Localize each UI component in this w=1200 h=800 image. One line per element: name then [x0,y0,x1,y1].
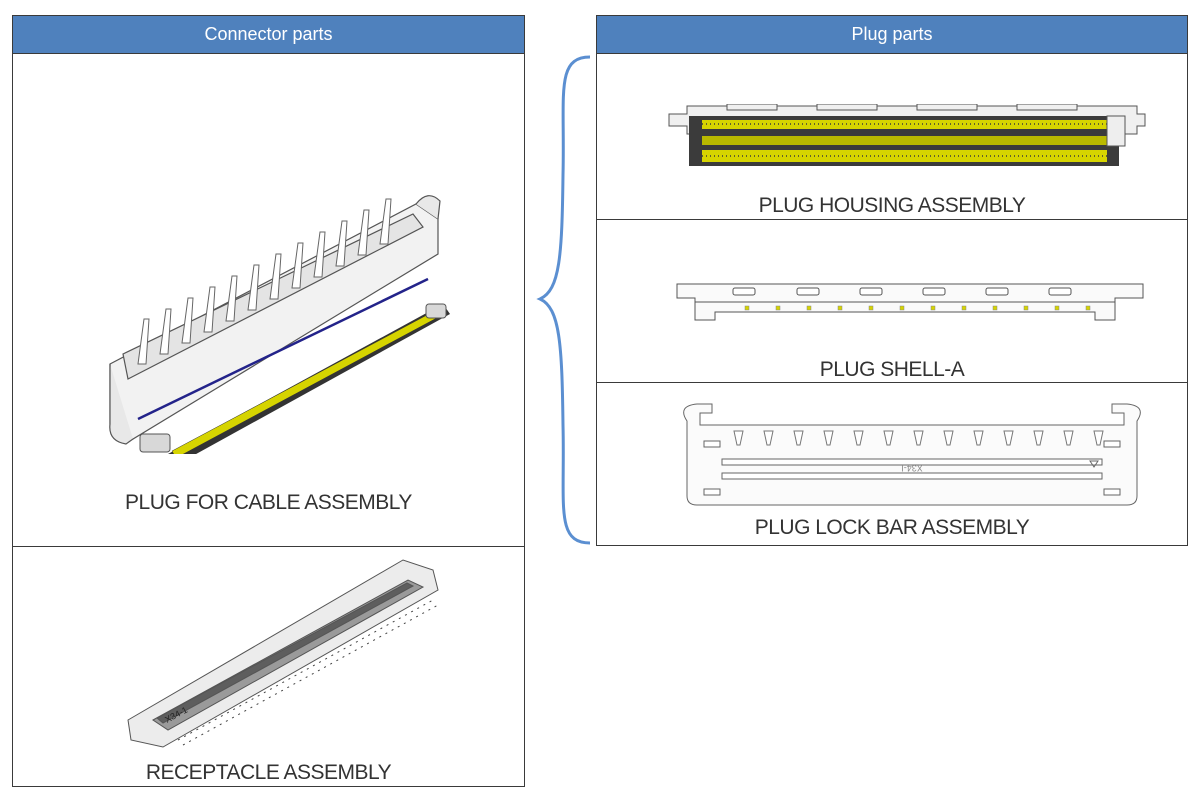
plug-cable-assembly-latch [139,303,447,453]
plug-cable-assembly-blue-line [137,277,429,421]
plug-shell-a-label: PLUG SHELL-A [819,358,965,381]
plug-for-cable-assembly-drawing [109,195,450,454]
plug-for-cable-assembly-label: PLUG FOR CABLE ASSEMBLY [125,491,412,514]
plug-housing-assembly-label: PLUG HOUSING ASSEMBLY [758,194,1026,217]
plug-lock-bar-assembly-drawing: X34-I [683,403,1141,506]
plug-shell-a-cell: PLUG SHELL-A [597,219,1187,382]
receptacle-assembly-cell: X34-1 RECEPTACLE ASSEMBLY [13,546,524,786]
plug-housing-assembly-drawing [668,104,1146,166]
connector-parts-header: Connector parts [13,16,524,54]
plug-parts-panel: Plug parts PLUG HOUSING ASSEMBLY [596,15,1188,546]
shell-slots [732,287,1072,296]
receptacle-assembly-label: RECEPTACLE ASSEMBLY [145,761,392,784]
lock-bar-slots [733,430,1104,446]
lock-bar-marking: X34-I [901,463,923,473]
receptacle-assembly-drawing: X34-1 [127,559,439,748]
plug-shell-a-drawing [676,283,1144,321]
plug-cable-assembly-slots [137,198,392,365]
plug-housing-assembly-cell: PLUG HOUSING ASSEMBLY [597,54,1187,219]
curly-brace [536,55,591,545]
plug-parts-header: Plug parts [597,16,1187,54]
connector-parts-panel: Connector parts [12,15,525,787]
plug-for-cable-assembly-cell: PLUG FOR CABLE ASSEMBLY [13,54,524,546]
plug-lock-bar-assembly-label: PLUG LOCK BAR ASSEMBLY [754,516,1030,539]
shell-contacts [744,305,1091,311]
plug-lock-bar-assembly-cell: X34-I PLUG LOCK BAR ASSEMBLY [597,382,1187,545]
